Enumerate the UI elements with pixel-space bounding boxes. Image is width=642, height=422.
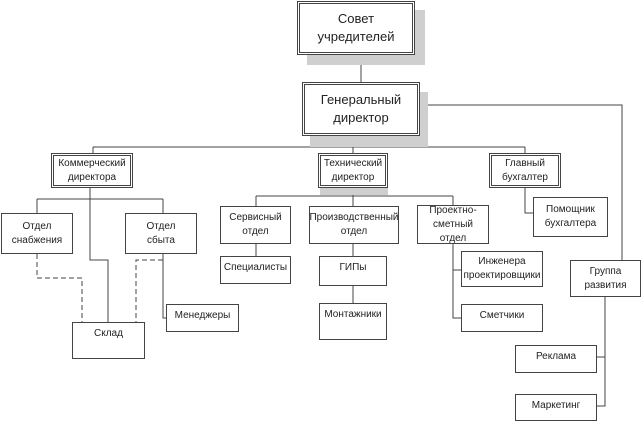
node-marketing: Маркетинг — [515, 394, 597, 421]
node-founders: Совет учредителей — [297, 1, 415, 55]
node-advertising-label: Реклама — [535, 351, 577, 362]
node-gips-label: ГИПы — [339, 262, 367, 273]
node-founders-label: Совет учредителей — [317, 11, 395, 44]
edge-design-engineers — [452, 243, 461, 271]
node-specialists-label: Специалисты — [223, 262, 288, 273]
node-commercial: Коммерческий директора — [51, 153, 133, 188]
edge-accountant-assistant — [524, 187, 533, 214]
node-sales-label: Отдел сбыта — [146, 220, 176, 246]
node-estimators-label: Сметчики — [479, 310, 525, 321]
edge-ceo-development — [418, 104, 623, 262]
node-ceo: Генеральный директор — [302, 82, 420, 136]
node-production-label: Производственный отдел — [309, 212, 399, 237]
node-assistant-label: Помощник бухгалтера — [544, 204, 597, 229]
edge-development-marketing — [597, 357, 606, 407]
node-installers-label: Монтажники — [324, 309, 382, 320]
edge-design-estimators — [452, 270, 461, 319]
node-engineers-label: Инженера проектировщики — [463, 256, 541, 281]
node-ceo-label: Генеральный директор — [320, 92, 402, 125]
node-service: Сервисный отдел — [220, 206, 291, 244]
node-development-label: Группа развития — [584, 265, 627, 291]
node-specialists: Специалисты — [220, 256, 291, 284]
edge-development-advertising — [597, 297, 606, 358]
node-warehouse: Склад — [72, 322, 145, 359]
edge-sales-warehouse-dashed — [135, 259, 163, 322]
node-estimators: Сметчики — [461, 304, 543, 332]
node-assistant: Помощник бухгалтера — [533, 197, 608, 237]
node-service-label: Сервисный отдел — [229, 212, 282, 237]
node-accountant-label: Главный бухгалтер — [502, 157, 548, 183]
edge-supply-warehouse-dashed — [36, 254, 83, 322]
node-installers: Монтажники — [319, 303, 387, 340]
node-design-label: Проектно- сметный отдел — [429, 204, 477, 244]
node-production: Производственный отдел — [309, 206, 399, 244]
node-gips: ГИПы — [319, 256, 387, 286]
node-design: Проектно- сметный отдел — [417, 205, 489, 244]
node-engineers: Инженера проектировщики — [461, 251, 543, 287]
node-sales: Отдел сбыта — [125, 213, 197, 254]
node-commercial-label: Коммерческий директора — [58, 157, 126, 183]
node-supply-label: Отдел снабжения — [11, 220, 63, 246]
node-managers-label: Менеджеры — [174, 310, 231, 321]
node-marketing-label: Маркетинг — [531, 400, 581, 411]
node-accountant: Главный бухгалтер — [489, 153, 561, 188]
node-advertising: Реклама — [515, 345, 597, 373]
node-technical: Технический директор — [318, 153, 388, 188]
node-development: Группа развития — [570, 260, 641, 297]
node-warehouse-label: Склад — [94, 328, 123, 339]
node-technical-label: Технический директор — [323, 157, 383, 183]
node-managers: Менеджеры — [166, 304, 239, 332]
node-supply: Отдел снабжения — [1, 213, 73, 254]
edge-commercial-warehouse — [89, 187, 109, 322]
